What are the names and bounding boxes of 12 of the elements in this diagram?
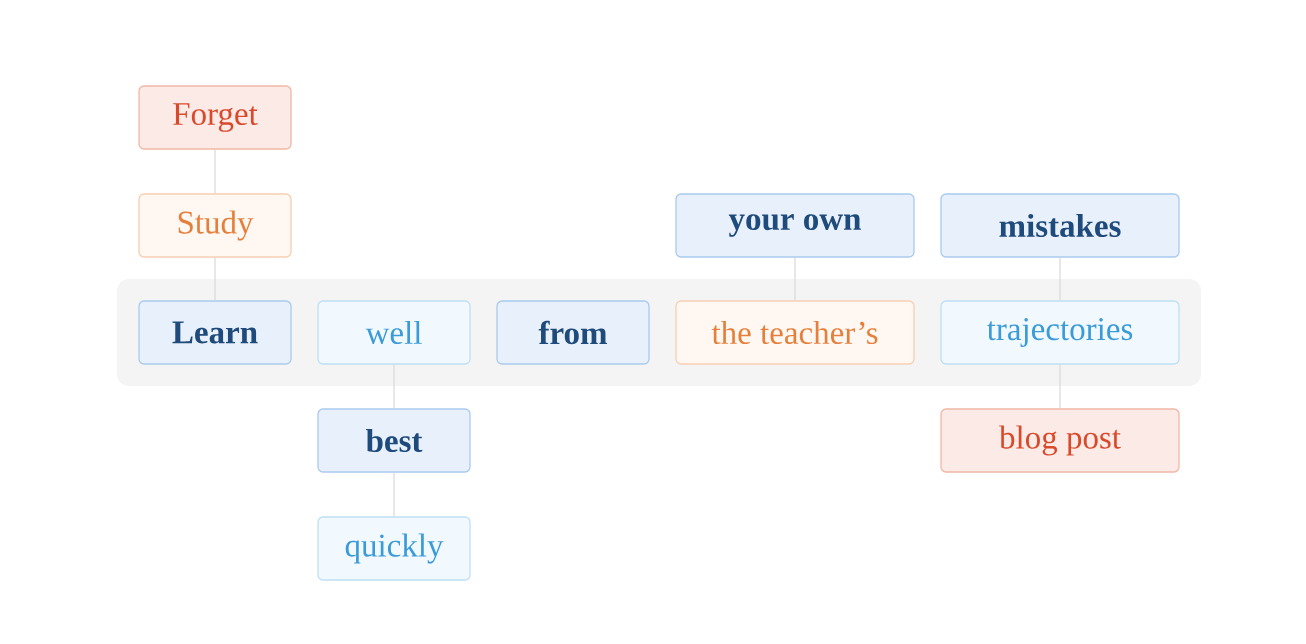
word-box: blog post [940, 408, 1180, 473]
word-box: your own [675, 193, 915, 258]
word-box: Forget [138, 85, 292, 150]
word-box: Learn [138, 300, 292, 365]
word-box: trajectories [940, 300, 1180, 365]
word-box: well [317, 300, 471, 365]
word-box: mistakes [940, 193, 1180, 258]
word-box: Study [138, 193, 292, 258]
word-box: best [317, 408, 471, 473]
word-box: quickly [317, 516, 471, 581]
word-box: the teacher’s [675, 300, 915, 365]
word-box: from [496, 300, 650, 365]
